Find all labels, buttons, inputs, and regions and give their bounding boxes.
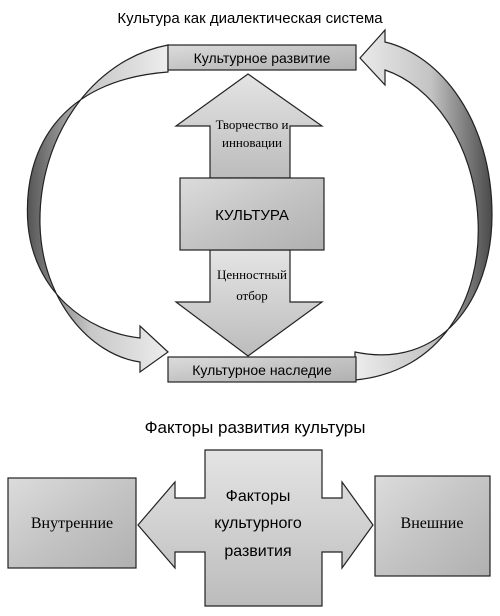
- factors-center-line3: развития: [224, 543, 291, 560]
- top-box-label: Культурное развитие: [194, 50, 331, 66]
- right-cycle-arrow: [354, 28, 493, 381]
- left-factor-label: Внутренние: [31, 515, 113, 532]
- down-arrow: [174, 249, 324, 357]
- factors-cross-arrow: [137, 449, 374, 607]
- bottom-box: [167, 356, 357, 383]
- center-box: [179, 177, 325, 251]
- factors-center-line2: культурного: [214, 515, 302, 532]
- diagram1-title: Культура как диалектическая система: [117, 10, 383, 27]
- top-box: [167, 44, 357, 71]
- left-cycle-arrow: [26, 44, 169, 374]
- bottom-box-label: Культурное наследие: [192, 362, 332, 378]
- up-arrow-line2: инновации: [222, 135, 282, 150]
- up-arrow-line1: Творчество и: [216, 117, 289, 132]
- down-arrow-line2: отбор: [236, 288, 268, 303]
- factors-center-line1: Факторы: [226, 488, 291, 505]
- down-arrow-line1: Ценностный: [217, 267, 287, 282]
- diagram2-title: Факторы развития культуры: [145, 418, 366, 437]
- right-factor-label: Внешние: [401, 515, 464, 532]
- center-box-label: КУЛЬТУРА: [215, 207, 289, 224]
- left-factor-box: [7, 477, 137, 569]
- right-factor-box: [374, 475, 491, 577]
